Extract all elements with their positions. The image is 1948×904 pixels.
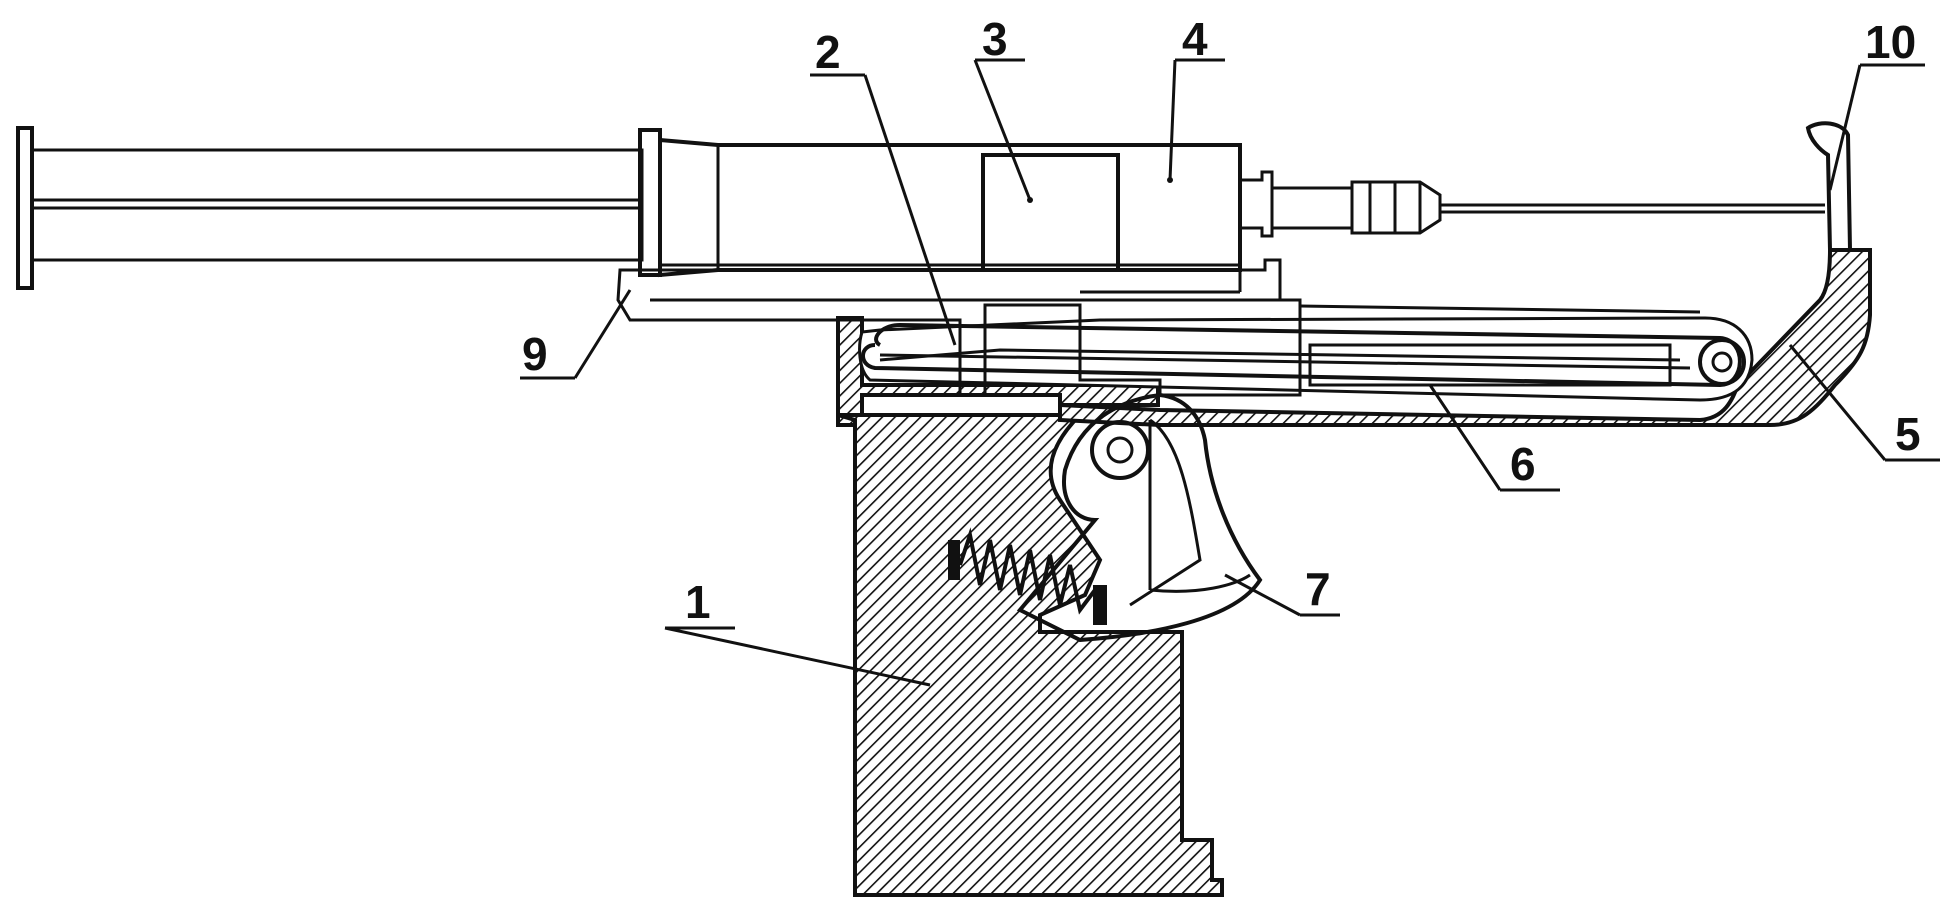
label-part-3: 3 — [982, 13, 1008, 65]
trigger-pivot — [1090, 420, 1150, 480]
label-part-7: 7 — [1305, 563, 1331, 615]
label-part-1: 1 — [685, 576, 711, 628]
label-part-4: 4 — [1182, 13, 1208, 65]
plunger-end-cap — [16, 126, 34, 290]
label-part-5: 5 — [1895, 408, 1921, 460]
needle-hub — [1238, 170, 1274, 238]
label-part-10: 10 — [1865, 16, 1916, 68]
carriage — [616, 258, 1302, 397]
pulley — [1698, 338, 1746, 386]
clamp-block — [981, 153, 1120, 272]
grip-body — [837, 413, 1224, 897]
label-part-2: 2 — [815, 26, 841, 78]
trigger — [1016, 392, 1263, 643]
plunger-rod — [30, 148, 644, 262]
needle-guide-hook — [1805, 121, 1853, 252]
leader-lines — [520, 58, 1940, 687]
label-part-9: 9 — [522, 328, 548, 380]
label-part-6: 6 — [1510, 438, 1536, 490]
trigger-spring — [958, 527, 1097, 615]
drive-band — [861, 322, 1742, 388]
syringe-barrel — [658, 137, 1242, 278]
rail-housing — [1058, 248, 1872, 427]
